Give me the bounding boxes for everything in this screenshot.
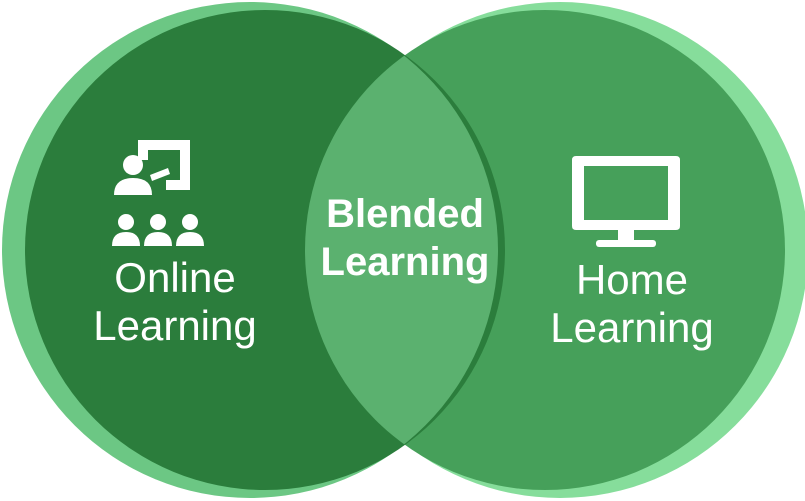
- blended-learning-line2: Learning: [320, 240, 490, 284]
- home-learning-line1: Home: [575, 256, 689, 303]
- overlap-region: [305, 10, 498, 490]
- desktop-monitor-icon: [572, 156, 680, 247]
- home-learning-line2: Learning: [550, 304, 714, 352]
- online-learning-line2: Learning: [93, 302, 257, 350]
- blended-learning-label: Blended Learning: [290, 190, 520, 286]
- teacher-presenting-to-group-icon: [112, 140, 204, 246]
- home-learning-label: Home Learning: [512, 256, 752, 353]
- online-learning-label: Online Learning: [55, 254, 295, 351]
- blended-learning-line1: Blended: [326, 192, 484, 236]
- online-learning-line1: Online: [114, 254, 236, 301]
